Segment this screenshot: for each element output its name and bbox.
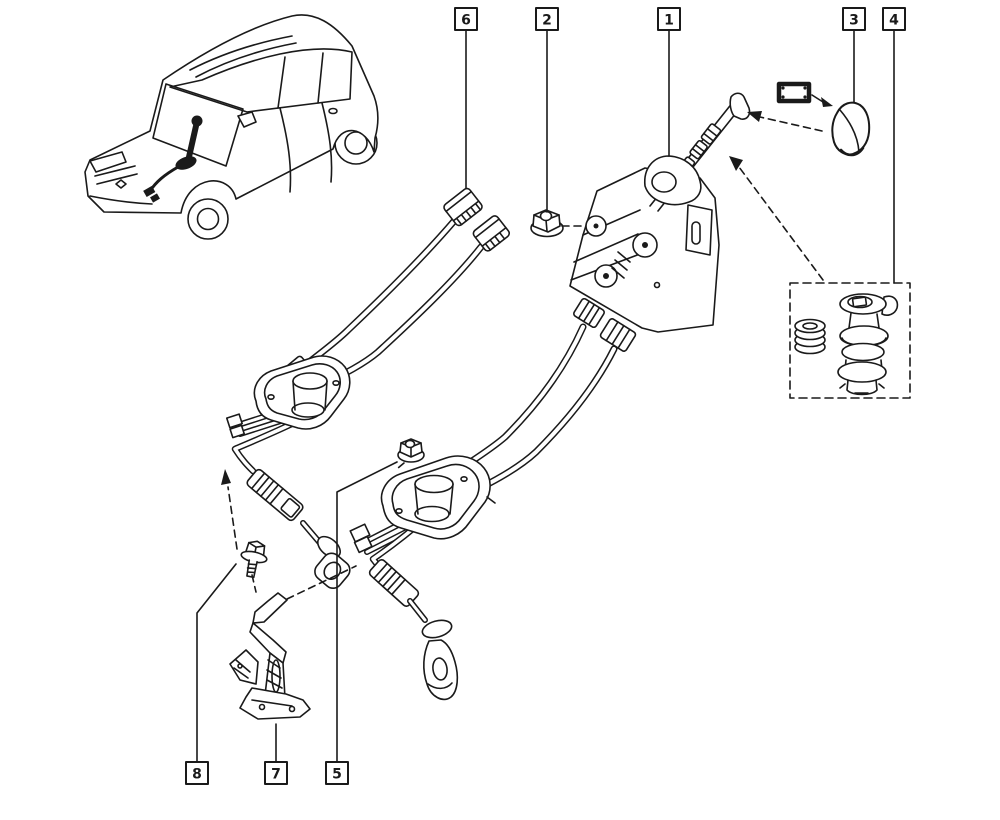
lever-tip: [729, 92, 751, 120]
knob-emblem: [776, 81, 833, 107]
door-handle: [328, 107, 338, 115]
boot-base: [414, 505, 450, 523]
cable-stub: [599, 318, 637, 352]
cable-connectors: [443, 187, 511, 252]
nut-upper: [530, 209, 585, 238]
pivot-dome: [644, 155, 702, 206]
callout-4[interactable]: 4: [882, 7, 906, 31]
callout-1-label: 1: [664, 13, 674, 29]
arrow-emblem-to-knob: [821, 97, 833, 107]
bolt-pointer-lines: [221, 469, 357, 600]
windshield: [152, 83, 244, 167]
lever-bushing: [837, 293, 899, 396]
boot-base: [291, 402, 325, 418]
roof-rail: [189, 35, 293, 71]
plate-outer: [253, 355, 351, 430]
arrow-knob-to-lever: [747, 111, 762, 122]
cable-end-right: [368, 559, 459, 701]
callout-7-label: 7: [271, 767, 281, 783]
callout-8-label: 8: [192, 767, 202, 783]
grommet-plate-right: [349, 455, 496, 582]
callout-2-label: 2: [542, 13, 552, 29]
car-glasshouse: [169, 48, 353, 113]
callout-3[interactable]: 3: [842, 7, 866, 31]
mounting-bolt: [240, 540, 268, 579]
boot-top: [414, 474, 454, 494]
arrow-bolt-up: [221, 469, 231, 485]
front-wheel: [187, 198, 229, 240]
bushing-kit-box: [789, 282, 911, 399]
leader-lines: [196, 29, 895, 763]
shifter-location-highlight: [143, 115, 203, 203]
c-pillar: [317, 52, 324, 104]
callout-8[interactable]: 8: [185, 761, 209, 785]
callout-3-label: 3: [849, 13, 859, 29]
ball-socket: [423, 639, 459, 701]
support-bracket: [229, 592, 311, 720]
headlight: [89, 151, 127, 173]
callout-4-label: 4: [889, 13, 899, 29]
shift-knob: [831, 101, 871, 157]
nut-lower: [397, 438, 425, 469]
cable-end-left: [246, 468, 351, 590]
vehicle-illustration: [84, 14, 379, 240]
shifter-assembly: [569, 92, 751, 352]
callout-6-label: 6: [461, 13, 471, 29]
brand-badge: [115, 179, 127, 189]
arrow-kit-to-lever: [729, 156, 743, 171]
callout-1[interactable]: 1: [657, 7, 681, 31]
b-pillar: [277, 56, 286, 109]
side-mirror: [237, 111, 257, 128]
boot-top: [292, 372, 328, 390]
spring: [794, 318, 826, 355]
grommet-plate-left: [225, 355, 351, 475]
grille-lines: [94, 165, 138, 185]
callout-7[interactable]: 7: [264, 761, 288, 785]
shift-cables: [298, 216, 618, 492]
callout-5[interactable]: 5: [325, 761, 349, 785]
callout-6[interactable]: 6: [454, 7, 478, 31]
door-line: [279, 107, 292, 193]
callout-5-label: 5: [332, 767, 342, 783]
pointer-arrows: [729, 111, 824, 281]
callout-2[interactable]: 2: [535, 7, 559, 31]
plate-outer: [380, 455, 491, 540]
cable-stub: [573, 297, 605, 329]
